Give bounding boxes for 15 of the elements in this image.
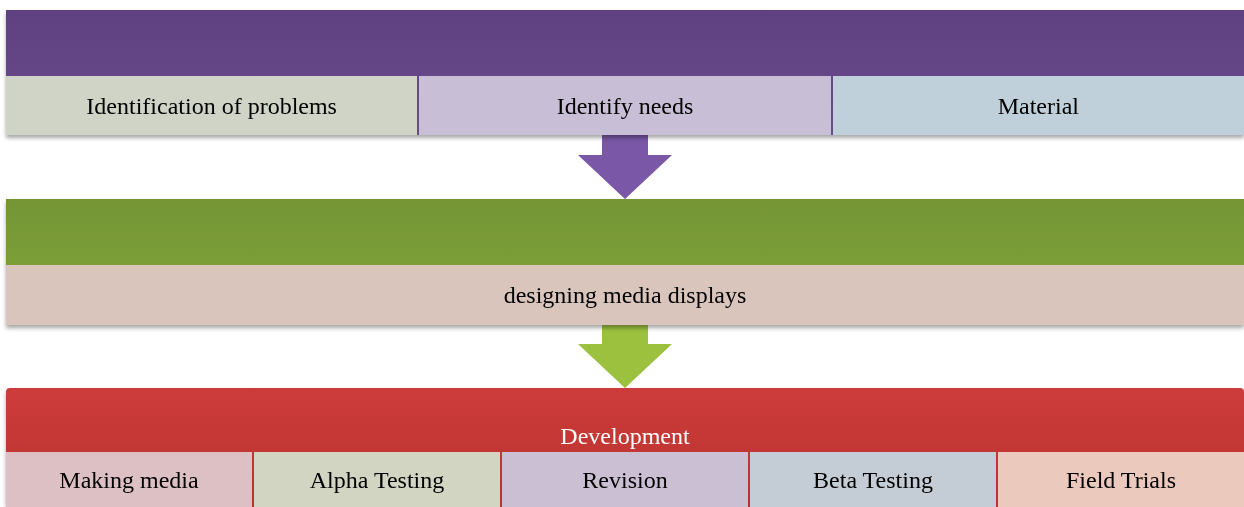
block-arrow <box>578 135 672 199</box>
stage-band <box>6 199 1244 325</box>
step-box: Revision <box>502 452 748 507</box>
step-box: Field Trials <box>998 452 1244 507</box>
step-box: Material <box>832 76 1244 135</box>
stage-band <box>6 10 1244 135</box>
step-box: designing media displays <box>6 265 1244 325</box>
block-arrow <box>578 325 672 388</box>
step-box: Identify needs <box>419 76 831 135</box>
stage-title: Development <box>560 422 690 450</box>
step-box: Identification of problems <box>6 76 418 135</box>
step-box: Alpha Testing <box>254 452 500 507</box>
step-box: Making media <box>6 452 252 507</box>
stage-band <box>6 388 1244 507</box>
step-box: Beta Testing <box>750 452 996 507</box>
